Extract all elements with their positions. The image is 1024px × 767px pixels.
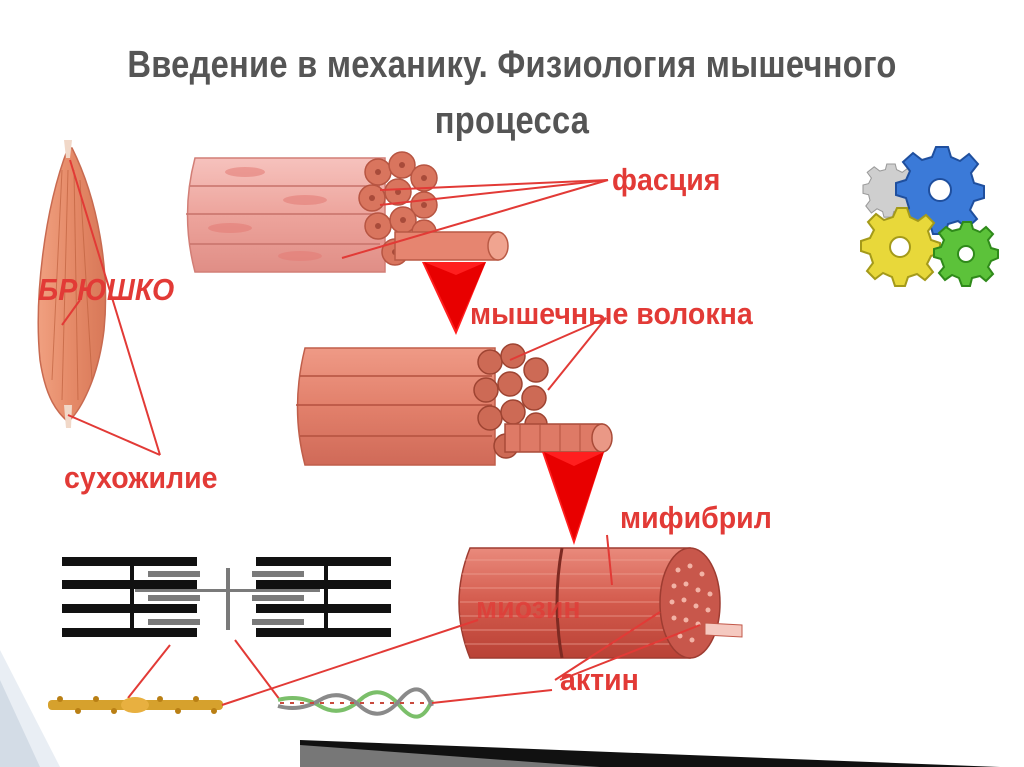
- down-arrow-icon: [542, 452, 604, 545]
- page-corner-decoration: [0, 650, 1000, 767]
- label-tendon: сухожилие: [64, 460, 218, 495]
- myofibril-cylinder: [458, 534, 743, 681]
- label-actin: актин: [560, 662, 639, 697]
- fascia-bundle: [186, 151, 609, 273]
- sarcomere-icon: [62, 557, 391, 701]
- label-muscle-fibers: мышечные волокна: [470, 296, 753, 331]
- label-belly: БРЮШКО: [38, 272, 175, 307]
- page-title-line1: Введение в механику. Физиология мышечног…: [127, 44, 897, 86]
- myosin-filament: [48, 696, 223, 714]
- muscle-belly-icon: [37, 140, 161, 456]
- label-myosin: миозин: [476, 590, 581, 625]
- gears-icon: [860, 146, 999, 287]
- page-title-line2: процесса: [434, 100, 590, 142]
- actin-filament: [277, 687, 434, 719]
- label-myofibril: мифибрил: [620, 500, 772, 535]
- fiber-bundle: [296, 317, 613, 466]
- down-arrow-icon: [422, 262, 486, 335]
- label-fascia: фасция: [612, 162, 721, 197]
